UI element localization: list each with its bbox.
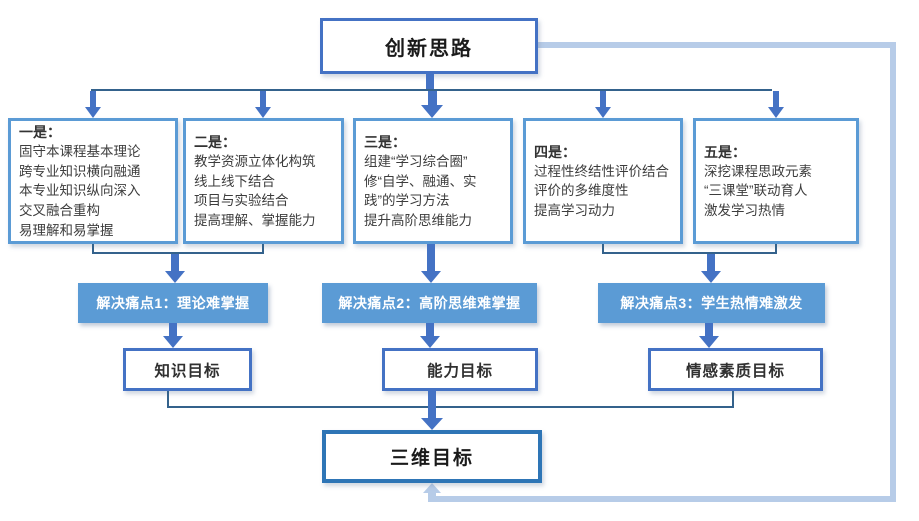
goal-emotion-label: 情感素质目标	[685, 362, 785, 380]
title-stem-line	[426, 74, 434, 90]
strategy-box-5: 五是： 深挖课程思政元素 “三课堂”联动育人 激发学习热情	[693, 118, 859, 244]
arrowhead-pain-2-icon	[421, 271, 441, 283]
arrow-to-pain-1	[171, 254, 179, 272]
goal-knowledge-label: 知识目标	[154, 362, 221, 380]
pain-point-2-label: 解决痛点2：高阶思维难掌握	[338, 295, 521, 311]
goal-ability-label: 能力目标	[426, 362, 493, 380]
arrowhead-strategy-3-icon	[421, 105, 443, 118]
bracket-right-stub-2	[775, 244, 777, 254]
bracket-left-stub-1	[92, 244, 94, 254]
strategy-5-heading: 五是：	[704, 143, 746, 160]
arrowhead-pain-1-icon	[165, 271, 185, 283]
strategy-5-line: 激发学习热情	[704, 202, 785, 218]
strategy-4-line: 提高学习动力	[534, 202, 615, 218]
bracket-right-line	[602, 252, 777, 254]
goal-box-ability: 能力目标	[382, 348, 538, 391]
feedback-loop-right-line	[890, 42, 896, 502]
arrow-to-pain-3	[707, 254, 715, 272]
arrow-to-strategy-1	[90, 91, 96, 108]
arrow-to-pain-2	[427, 244, 435, 272]
pain-point-1: 解决痛点1：理论难掌握	[78, 283, 268, 323]
feedback-loop-top-line	[538, 42, 896, 48]
arrowhead-strategy-5-icon	[768, 107, 784, 118]
arrowhead-strategy-1-icon	[85, 107, 101, 118]
bracket-right-stub-1	[602, 244, 604, 254]
feedback-loop-bottom-line	[436, 496, 896, 502]
strategy-box-3: 三是： 组建“学习综合圈” 修“自学、融通、实践”的学习方法 提升高阶思维能力	[353, 118, 513, 244]
pain-point-3-label: 解决痛点3：学生热情难激发	[620, 295, 803, 311]
strategy-1-line: 固守本课程基本理论	[19, 144, 141, 160]
arrowhead-final-icon	[421, 418, 443, 430]
strategy-3-line: 提升高阶思维能力	[364, 212, 472, 228]
pain-point-3: 解决痛点3：学生热情难激发	[598, 283, 825, 323]
arrow-to-strategy-5	[773, 91, 779, 108]
feedback-loop-arrow-shaft	[428, 491, 436, 502]
strategy-5-line: “三课堂”联动育人	[704, 183, 808, 199]
strategy-3-line: 组建“学习综合圈”	[364, 154, 468, 170]
title-label: 创新思路	[385, 37, 473, 60]
strategy-2-line: 提高理解、掌握能力	[194, 212, 316, 228]
goal-bracket-right-stub	[732, 391, 734, 408]
arrow-to-goal-3	[705, 323, 713, 337]
arrowhead-strategy-4-icon	[595, 107, 611, 118]
goal-box-knowledge: 知识目标	[123, 348, 252, 391]
arrow-to-strategy-3	[428, 91, 437, 106]
arrow-to-strategy-2	[260, 91, 266, 108]
final-goal-label: 三维目标	[389, 448, 474, 469]
strategy-2-line: 项目与实验结合	[194, 193, 289, 209]
strategy-1-line: 交叉融合重构	[19, 202, 100, 218]
arrowhead-strategy-2-icon	[255, 107, 271, 118]
strategy-2-line: 教学资源立体化构筑	[194, 154, 316, 170]
strategy-4-line: 评价的多维度性	[534, 183, 629, 199]
title-box: 创新思路	[320, 18, 538, 74]
arrow-to-goal-1	[169, 323, 177, 337]
arrow-to-final	[428, 391, 436, 419]
strategy-box-1: 一是： 固守本课程基本理论 跨专业知识横向融通 本专业知识纵向深入 交叉融合重构…	[8, 118, 178, 244]
strategy-1-line: 本专业知识纵向深入	[19, 183, 141, 199]
strategy-4-heading: 四是：	[534, 143, 576, 160]
goal-bracket-line	[167, 406, 734, 408]
goal-box-emotion: 情感素质目标	[648, 348, 823, 391]
arrow-to-goal-2	[426, 323, 434, 337]
strategy-2-line: 线上线下结合	[194, 173, 275, 189]
strategy-1-heading: 一是：	[19, 123, 61, 140]
pain-point-2: 解决痛点2：高阶思维难掌握	[322, 283, 537, 323]
bracket-left-stub-2	[262, 244, 264, 254]
strategy-1-line: 跨专业知识横向融通	[19, 163, 141, 179]
strategy-box-2: 二是： 教学资源立体化构筑 线上线下结合 项目与实验结合 提高理解、掌握能力	[183, 118, 344, 244]
arrowhead-pain-3-icon	[701, 271, 721, 283]
strategy-2-heading: 二是：	[194, 133, 236, 150]
arrow-to-strategy-4	[600, 91, 606, 108]
pain-point-1-label: 解决痛点1：理论难掌握	[96, 295, 250, 311]
strategy-1-line: 易理解和易掌握	[19, 222, 114, 238]
bracket-left-line	[92, 252, 264, 254]
arrowhead-goal-2-icon	[420, 336, 440, 348]
strategy-4-line: 过程性终结性评价结合	[534, 163, 669, 179]
strategy-3-heading: 三是：	[364, 133, 406, 150]
strategy-box-4: 四是： 过程性终结性评价结合 评价的多维度性 提高学习动力	[523, 118, 683, 244]
strategy-3-line: 修“自学、融通、实践”的学习方法	[364, 173, 477, 209]
distributor-line	[91, 89, 772, 91]
arrowhead-goal-1-icon	[163, 336, 183, 348]
feedback-loop-arrowhead-up-icon	[423, 483, 441, 493]
arrowhead-goal-3-icon	[699, 336, 719, 348]
strategy-5-line: 深挖课程思政元素	[704, 163, 812, 179]
final-goal-box: 三维目标	[322, 430, 542, 483]
goal-bracket-left-stub	[167, 391, 169, 408]
